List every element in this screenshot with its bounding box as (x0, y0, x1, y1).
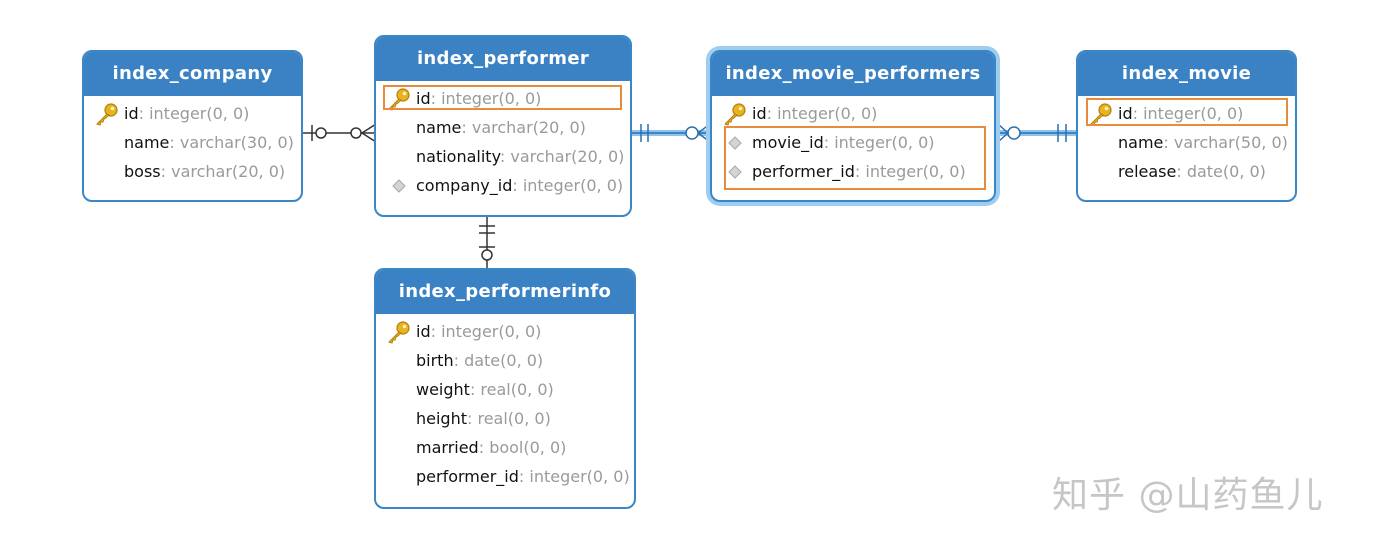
field-row[interactable]: id: integer(0, 0) (376, 84, 630, 113)
field-row[interactable]: company_id: integer(0, 0) (376, 171, 630, 200)
field-row[interactable]: weight: real(0, 0) (376, 375, 634, 404)
field-row[interactable]: name: varchar(30, 0) (84, 128, 301, 157)
table-index-company[interactable]: index_company id: integer(0, 0) name: var… (82, 50, 303, 202)
key-icon (386, 320, 412, 344)
field-row[interactable]: name: varchar(20, 0) (376, 113, 630, 142)
key-icon (722, 102, 748, 126)
field-name: release: date(0, 0) (1118, 162, 1266, 181)
field-row[interactable]: performer_id: integer(0, 0) (376, 462, 634, 491)
field-row[interactable]: id: integer(0, 0) (84, 99, 301, 128)
field-type: : integer(0, 0) (823, 133, 935, 152)
field-name: performer_id: integer(0, 0) (416, 467, 630, 486)
table-index-movie-performers[interactable]: index_movie_performers id: integer(0, 0)… (710, 50, 996, 202)
field-type: : varchar(30, 0) (169, 133, 294, 152)
field-type: : integer(0, 0) (766, 104, 878, 123)
field-row[interactable]: movie_id: integer(0, 0) (712, 128, 994, 157)
field-type: : varchar(20, 0) (461, 118, 586, 137)
field-name: id: integer(0, 0) (752, 104, 878, 123)
field-name: height: real(0, 0) (416, 409, 551, 428)
field-row[interactable]: id: integer(0, 0) (1078, 99, 1295, 128)
diamond-icon (386, 174, 412, 198)
field-type: : varchar(20, 0) (160, 162, 286, 181)
field-row[interactable]: birth: date(0, 0) (376, 346, 634, 375)
field-type: : integer(0, 0) (518, 467, 630, 486)
field-row[interactable]: nationality: varchar(20, 0) (376, 142, 630, 171)
key-icon (94, 102, 120, 126)
table-index-performer[interactable]: index_performer id: integer(0, 0) name: v… (374, 35, 632, 217)
field-name: name: varchar(20, 0) (416, 118, 586, 137)
field-row[interactable]: id: integer(0, 0) (712, 99, 994, 128)
watermark: 知乎 @山药鱼儿 (1052, 475, 1324, 516)
field-list: id: integer(0, 0) movie_id: integer(0, 0)… (712, 96, 994, 186)
table-title[interactable]: index_movie_performers (712, 52, 994, 96)
field-name: id: integer(0, 0) (416, 89, 542, 108)
field-type: : integer(0, 0) (138, 104, 250, 123)
field-type: : date(0, 0) (453, 351, 544, 370)
field-name: id: integer(0, 0) (416, 322, 542, 341)
field-name: id: integer(0, 0) (1118, 104, 1244, 123)
field-type: : real(0, 0) (469, 380, 554, 399)
field-type: : integer(0, 0) (430, 322, 542, 341)
field-name: boss: varchar(20, 0) (124, 162, 286, 181)
field-list: id: integer(0, 0) name: varchar(30, 0) bos… (84, 96, 301, 186)
field-row[interactable]: height: real(0, 0) (376, 404, 634, 433)
field-name: birth: date(0, 0) (416, 351, 544, 370)
field-row[interactable]: married: bool(0, 0) (376, 433, 634, 462)
diamond-icon (722, 131, 748, 155)
relation-performer-movieperformers (631, 123, 711, 143)
field-type: : real(0, 0) (467, 409, 551, 428)
table-index-performerinfo[interactable]: index_performerinfo id: integer(0, 0) bir… (374, 268, 636, 509)
field-row[interactable]: id: integer(0, 0) (376, 317, 634, 346)
field-name: weight: real(0, 0) (416, 380, 554, 399)
field-list: id: integer(0, 0) birth: date(0, 0) weight… (376, 314, 634, 491)
field-name: nationality: varchar(20, 0) (416, 147, 625, 166)
field-list: id: integer(0, 0) name: varchar(20, 0) nat… (376, 81, 630, 200)
field-type: : varchar(50, 0) (1163, 133, 1288, 152)
field-type: : integer(0, 0) (854, 162, 966, 181)
table-index-movie[interactable]: index_movie id: integer(0, 0) name: varch… (1076, 50, 1297, 202)
field-name: id: integer(0, 0) (124, 104, 250, 123)
field-row[interactable]: boss: varchar(20, 0) (84, 157, 301, 186)
table-title[interactable]: index_performer (376, 37, 630, 81)
field-type: : bool(0, 0) (478, 438, 567, 457)
field-list: id: integer(0, 0) name: varchar(50, 0) rel… (1078, 96, 1295, 186)
table-title[interactable]: index_performerinfo (376, 270, 634, 314)
key-icon (386, 87, 412, 111)
field-name: movie_id: integer(0, 0) (752, 133, 935, 152)
field-row[interactable]: release: date(0, 0) (1078, 157, 1295, 186)
field-name: performer_id: integer(0, 0) (752, 162, 966, 181)
table-title[interactable]: index_movie (1078, 52, 1295, 96)
field-name: company_id: integer(0, 0) (416, 176, 624, 195)
field-name: married: bool(0, 0) (416, 438, 567, 457)
field-name: name: varchar(30, 0) (124, 133, 294, 152)
field-type: : varchar(20, 0) (499, 147, 625, 166)
field-type: : integer(0, 0) (1132, 104, 1244, 123)
field-type: : integer(0, 0) (430, 89, 542, 108)
field-type: : integer(0, 0) (512, 176, 624, 195)
field-name: name: varchar(50, 0) (1118, 133, 1288, 152)
field-row[interactable]: name: varchar(50, 0) (1078, 128, 1295, 157)
field-row[interactable]: performer_id: integer(0, 0) (712, 157, 994, 186)
diamond-icon (722, 160, 748, 184)
key-icon (1088, 102, 1114, 126)
table-title[interactable]: index_company (84, 52, 301, 96)
relation-movieperformers-movie (996, 123, 1077, 143)
field-type: : date(0, 0) (1176, 162, 1266, 181)
relation-company-performer (302, 123, 377, 143)
relation-performer-performerinfo (479, 216, 495, 270)
